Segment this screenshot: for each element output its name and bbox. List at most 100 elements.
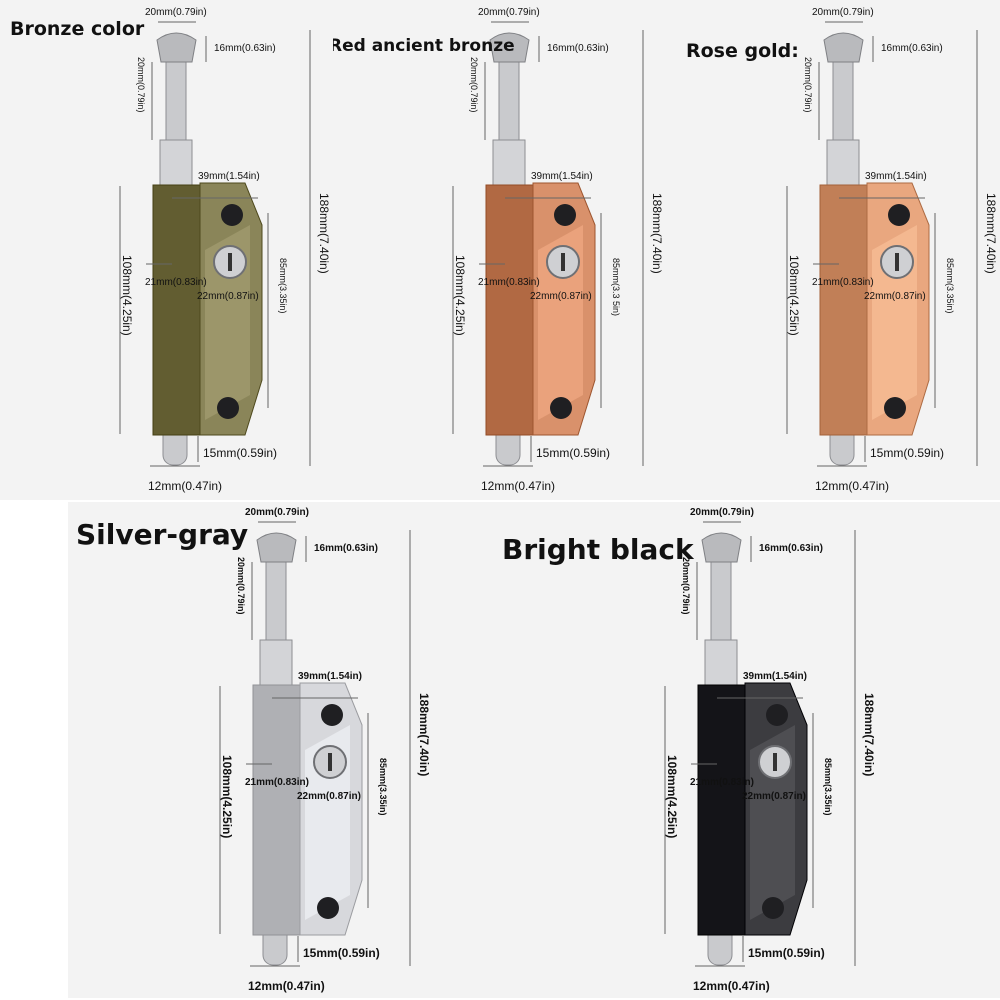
dimension-label-tail: 15mm(0.59in) bbox=[870, 446, 945, 460]
plunger-rod bbox=[832, 59, 854, 151]
plunger-collar bbox=[704, 639, 738, 691]
dimension-label-body-w: 39mm(1.54in) bbox=[198, 171, 260, 182]
plunger-collar bbox=[159, 139, 193, 191]
dimension-label-head-h: 16mm(0.63in) bbox=[547, 43, 609, 54]
dimension-label-upper: 20mm(0.79in) bbox=[469, 57, 479, 113]
screw-hole bbox=[884, 397, 906, 419]
dimension-label-head-h: 16mm(0.63in) bbox=[881, 43, 943, 54]
dimension-label-pin: 12mm(0.47in) bbox=[693, 979, 770, 993]
screw-hole bbox=[550, 397, 572, 419]
dimension-label-pin: 12mm(0.47in) bbox=[481, 479, 556, 493]
dimension-label-lock: 22mm(0.87in) bbox=[864, 291, 926, 302]
screw-hole bbox=[217, 397, 239, 419]
dimension-label-thick: 21mm(0.83in) bbox=[145, 277, 207, 288]
plunger-knob bbox=[256, 532, 297, 563]
body-back-plate bbox=[697, 684, 751, 936]
dimension-label-tail: 15mm(0.59in) bbox=[303, 946, 380, 960]
key-slot bbox=[228, 253, 232, 271]
body-back-plate bbox=[252, 684, 306, 936]
dimension-label-thick: 21mm(0.83in) bbox=[478, 277, 540, 288]
plunger-rod bbox=[265, 559, 287, 651]
dimension-label-thick: 21mm(0.83in) bbox=[245, 777, 309, 788]
plunger-rod bbox=[710, 559, 732, 651]
screw-hole bbox=[762, 897, 784, 919]
screw-hole bbox=[766, 704, 788, 726]
dimension-label-total: 188mm(7.40in) bbox=[317, 193, 331, 274]
dimension-label-upper: 20mm(0.79in) bbox=[236, 557, 246, 615]
dimension-label-head-h: 16mm(0.63in) bbox=[314, 543, 378, 554]
variant-title: Rose gold: bbox=[686, 40, 799, 62]
dimension-label-total: 188mm(7.40in) bbox=[984, 193, 998, 274]
variant-title: Bronze color bbox=[10, 18, 145, 40]
latch-drawing bbox=[119, 21, 311, 467]
dimension-label-head-w: 20mm(0.79in) bbox=[245, 507, 309, 518]
latch-drawing bbox=[664, 521, 856, 967]
dimension-label-lock: 22mm(0.87in) bbox=[197, 291, 259, 302]
plunger-knob bbox=[701, 532, 742, 563]
key-slot bbox=[895, 253, 899, 271]
latch-group bbox=[219, 521, 411, 967]
variant-title: Red ancient bronze bbox=[333, 36, 515, 56]
body-back-plate bbox=[152, 184, 206, 436]
dimension-label-body-h: 108mm(4.25in) bbox=[787, 255, 801, 336]
variant-title: Silver-gray bbox=[76, 518, 249, 551]
dimension-label-pin: 12mm(0.47in) bbox=[148, 479, 223, 493]
dimension-label-body-w: 39mm(1.54in) bbox=[743, 671, 807, 682]
dimension-label-lock: 22mm(0.87in) bbox=[297, 791, 361, 802]
dimension-label-span: 85mm(3.35in) bbox=[823, 758, 833, 816]
dimension-label-tail: 15mm(0.59in) bbox=[203, 446, 278, 460]
plunger-knob bbox=[823, 32, 864, 63]
dimension-label-head-w: 20mm(0.79in) bbox=[145, 7, 207, 18]
dimension-label-thick: 21mm(0.83in) bbox=[690, 777, 754, 788]
dimension-label-head-w: 20mm(0.79in) bbox=[690, 507, 754, 518]
dimension-label-span: 85mm(3.35in) bbox=[945, 258, 955, 314]
dimension-label-thick: 21mm(0.83in) bbox=[812, 277, 874, 288]
body-back-plate bbox=[819, 184, 873, 436]
dimension-label-body-w: 39mm(1.54in) bbox=[531, 171, 593, 182]
variant-title: Bright black bbox=[502, 533, 694, 566]
latch-drawing bbox=[452, 21, 644, 467]
plunger-rod bbox=[165, 59, 187, 151]
dimension-label-total: 188mm(7.40in) bbox=[417, 693, 431, 777]
dimension-label-total: 188mm(7.40in) bbox=[650, 193, 664, 274]
dimension-label-tail: 15mm(0.59in) bbox=[748, 946, 825, 960]
screw-hole bbox=[317, 897, 339, 919]
dimension-label-head-h: 16mm(0.63in) bbox=[214, 43, 276, 54]
dimension-label-span: 85mm(3.35in) bbox=[378, 758, 388, 816]
latch-drawing bbox=[786, 21, 978, 467]
plunger-knob bbox=[489, 32, 530, 63]
dimension-label-body-w: 39mm(1.54in) bbox=[865, 171, 927, 182]
key-slot bbox=[328, 753, 332, 771]
dimension-label-head-h: 16mm(0.63in) bbox=[759, 543, 823, 554]
dimension-label-body-w: 39mm(1.54in) bbox=[298, 671, 362, 682]
dimension-label-body-h: 108mm(4.25in) bbox=[665, 755, 679, 839]
dimension-label-lock: 22mm(0.87in) bbox=[742, 791, 806, 802]
latch-group bbox=[452, 21, 644, 467]
dimension-label-upper: 20mm(0.79in) bbox=[681, 557, 691, 615]
dimension-label-total: 188mm(7.40in) bbox=[862, 693, 876, 777]
dimension-label-upper: 20mm(0.79in) bbox=[803, 57, 813, 113]
screw-hole bbox=[554, 204, 576, 226]
screw-hole bbox=[221, 204, 243, 226]
latch-group bbox=[786, 21, 978, 467]
latch-group bbox=[119, 21, 311, 467]
plunger-knob bbox=[156, 32, 197, 63]
screw-hole bbox=[321, 704, 343, 726]
screw-hole bbox=[888, 204, 910, 226]
dimension-label-head-w: 20mm(0.79in) bbox=[812, 7, 874, 18]
dimension-label-body-h: 108mm(4.25in) bbox=[120, 255, 134, 336]
dimension-label-upper: 20mm(0.79in) bbox=[136, 57, 146, 113]
body-back-plate bbox=[485, 184, 539, 436]
plunger-rod bbox=[498, 59, 520, 151]
dimension-label-head-w: 20mm(0.79in) bbox=[478, 7, 540, 18]
dimension-label-pin: 12mm(0.47in) bbox=[248, 979, 325, 993]
key-slot bbox=[561, 253, 565, 271]
dimension-label-body-h: 108mm(4.25in) bbox=[220, 755, 234, 839]
dimension-label-tail: 15mm(0.59in) bbox=[536, 446, 611, 460]
plunger-collar bbox=[259, 639, 293, 691]
dimension-label-body-h: 108mm(4.25in) bbox=[453, 255, 467, 336]
dimension-label-pin: 12mm(0.47in) bbox=[815, 479, 890, 493]
